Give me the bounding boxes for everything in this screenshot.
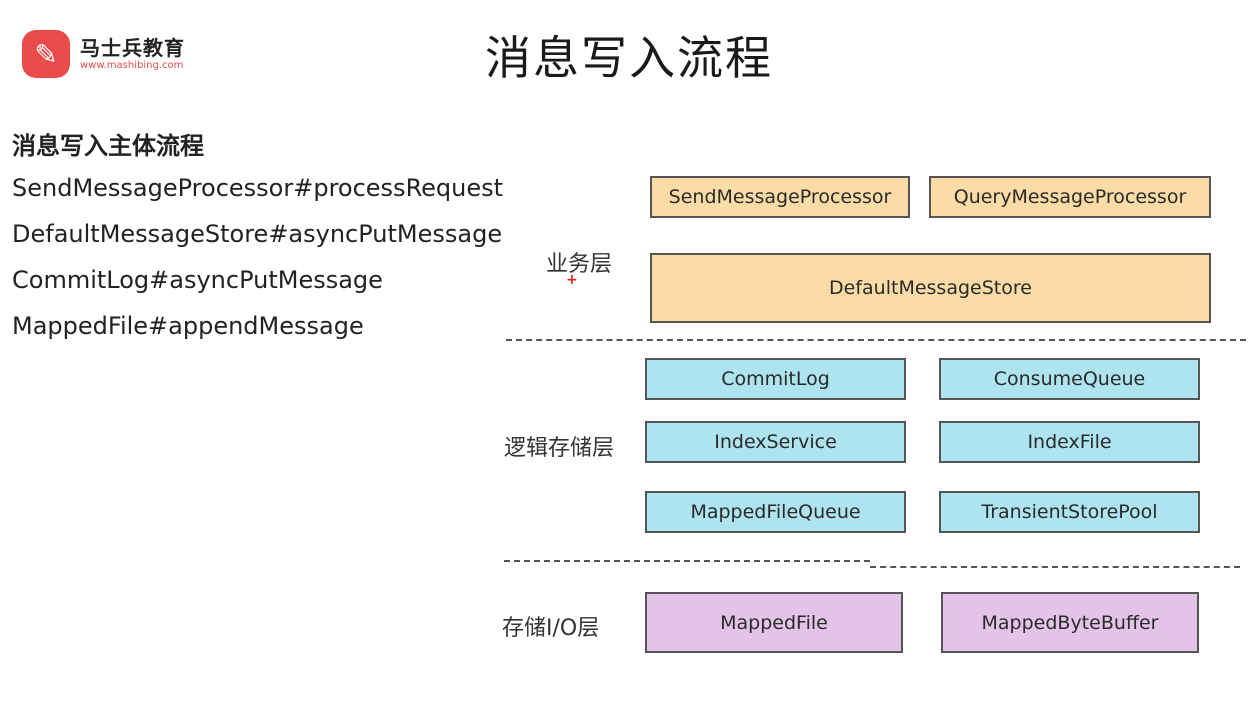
logo-text: 马士兵教育 www.mashibing.com <box>80 36 185 72</box>
logo-name: 马士兵教育 <box>80 36 185 60</box>
flow-item: MappedFile#appendMessage <box>12 312 364 340</box>
separator-logic-io-right <box>870 566 1240 568</box>
flow-item: DefaultMessageStore#asyncPutMessage <box>12 220 503 248</box>
box-index-file: IndexFile <box>939 421 1200 463</box>
box-send-message-processor: SendMessageProcessor <box>650 176 910 218</box>
box-mapped-byte-buffer: MappedByteBuffer <box>941 592 1199 653</box>
box-transient-store-pool: TransientStorePool <box>939 491 1200 533</box>
box-commit-log: CommitLog <box>645 358 906 400</box>
box-query-message-processor: QueryMessageProcessor <box>929 176 1211 218</box>
layer-label-business: 业务层 <box>546 252 613 277</box>
separator-logic-io-left <box>504 560 870 562</box>
flow-heading: 消息写入主体流程 <box>12 132 204 160</box>
separator-business-logic <box>506 339 1246 341</box>
box-mapped-file-queue: MappedFileQueue <box>645 491 906 533</box>
layer-label-logic: 逻辑存储层 <box>504 436 615 461</box>
box-index-service: IndexService <box>645 421 906 463</box>
logo-url: www.mashibing.com <box>80 60 184 71</box>
box-mapped-file: MappedFile <box>645 592 903 653</box>
page-title: 消息写入流程 <box>485 31 773 85</box>
box-default-message-store: DefaultMessageStore <box>650 253 1211 323</box>
box-consume-queue: ConsumeQueue <box>939 358 1200 400</box>
logo-icon: ✎ <box>22 30 70 78</box>
cursor-mark: + <box>566 272 578 288</box>
flow-item: SendMessageProcessor#processRequest <box>12 174 504 202</box>
flow-item: CommitLog#asyncPutMessage <box>12 266 383 294</box>
brand-logo: ✎ 马士兵教育 www.mashibing.com <box>22 30 185 78</box>
layer-label-io: 存储I/O层 <box>502 616 600 641</box>
